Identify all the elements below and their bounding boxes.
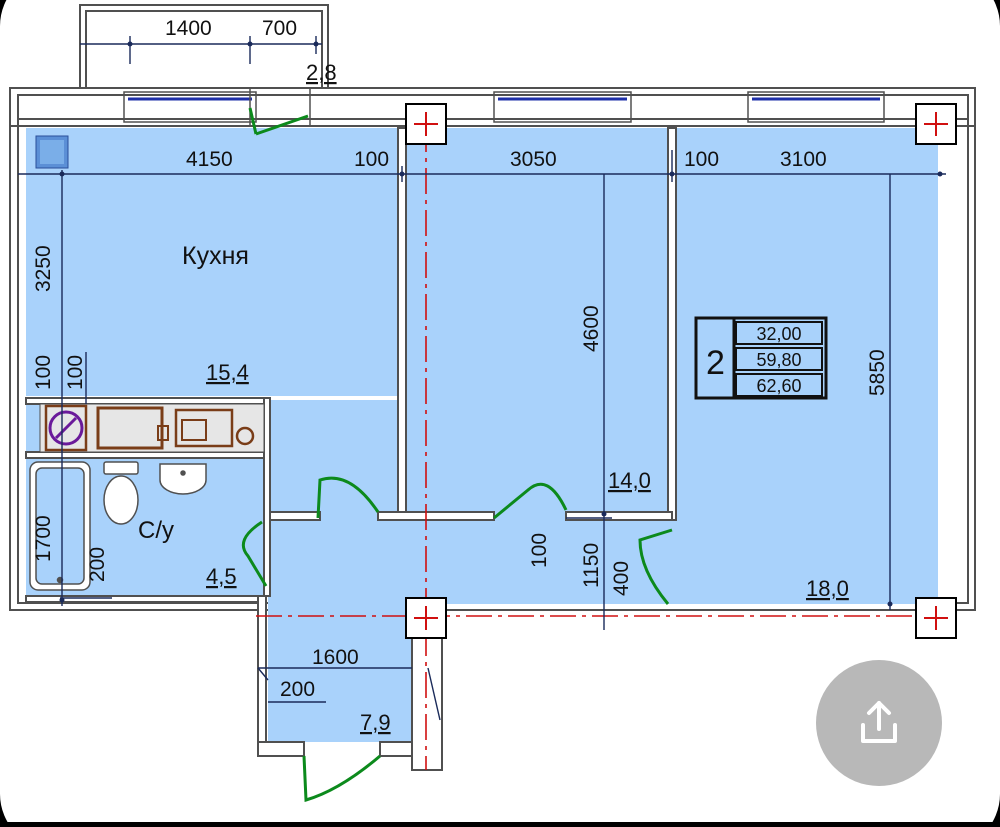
share-button[interactable] — [816, 660, 942, 786]
dim-left-100-b: 100 — [64, 355, 87, 390]
dim-left-100-a: 100 — [32, 355, 55, 390]
hall-area: 7,9 — [360, 710, 391, 735]
summary-area-with-balcony: 62,60 — [756, 376, 801, 396]
dim-room-depth: 4600 — [580, 305, 603, 352]
sink-icon — [159, 463, 207, 495]
room-fills — [26, 128, 938, 742]
dimension-labels: 1400 700 4150 100 3050 100 3100 3250 100… — [32, 17, 889, 701]
bathroom-label: С/у — [138, 517, 174, 544]
share-icon — [861, 701, 897, 743]
hall-floor — [268, 512, 676, 604]
summary-area-total: 59,80 — [756, 350, 801, 370]
dim-kitchen-depth: 3250 — [32, 245, 55, 292]
axis-lines — [256, 126, 934, 770]
dim-bath-depth: 1700 — [32, 515, 55, 562]
dim-1150: 1150 — [580, 543, 603, 588]
bathroom-fixtures — [29, 461, 207, 591]
dimension-ticks — [59, 41, 943, 607]
room-area: 14,0 — [608, 468, 651, 493]
dim-400: 400 — [610, 561, 633, 596]
balcony-area: 2,8 — [306, 60, 337, 85]
dim-hall-width: 1600 — [312, 646, 359, 669]
room-floor — [406, 128, 668, 512]
kitchen-appliances — [39, 403, 265, 453]
summary-area-living: 32,00 — [756, 324, 801, 344]
dimension-lines — [18, 36, 946, 721]
apartment-summary: 2 32,00 59,80 62,60 — [694, 316, 828, 400]
dim-living-depth: 5850 — [866, 349, 889, 396]
hall-ext-floor — [268, 604, 412, 742]
dim-balcony-1400: 1400 — [165, 17, 212, 40]
dim-wall-2: 100 — [684, 148, 719, 171]
kitchen-floor — [26, 128, 398, 396]
dim-kitchen-width: 4150 — [186, 148, 233, 171]
dim-balcony-700: 700 — [262, 17, 297, 40]
dim-wall-1: 100 — [354, 148, 389, 171]
axis-markers — [405, 103, 957, 639]
room-labels: Кухня 15,4 С/у 4,5 14,0 18,0 7,9 2,8 — [138, 60, 849, 735]
dim-door-100: 100 — [528, 533, 551, 568]
room-count: 2 — [706, 344, 725, 382]
living-area: 18,0 — [806, 576, 849, 601]
boiler-icon — [48, 410, 84, 446]
dim-room-width: 3050 — [510, 148, 557, 171]
dim-hall-200: 200 — [280, 678, 315, 701]
toilet-icon — [103, 461, 139, 475]
dim-living-width: 3100 — [780, 148, 827, 171]
walls — [9, 4, 976, 611]
living-floor — [676, 128, 938, 604]
doors — [241, 107, 673, 802]
corridor-floor — [268, 400, 404, 516]
bathroom-area: 4,5 — [206, 564, 237, 589]
kitchen-label: Кухня — [182, 242, 249, 270]
dim-bath-200: 200 — [86, 547, 109, 582]
kitchen-area: 15,4 — [206, 360, 249, 385]
